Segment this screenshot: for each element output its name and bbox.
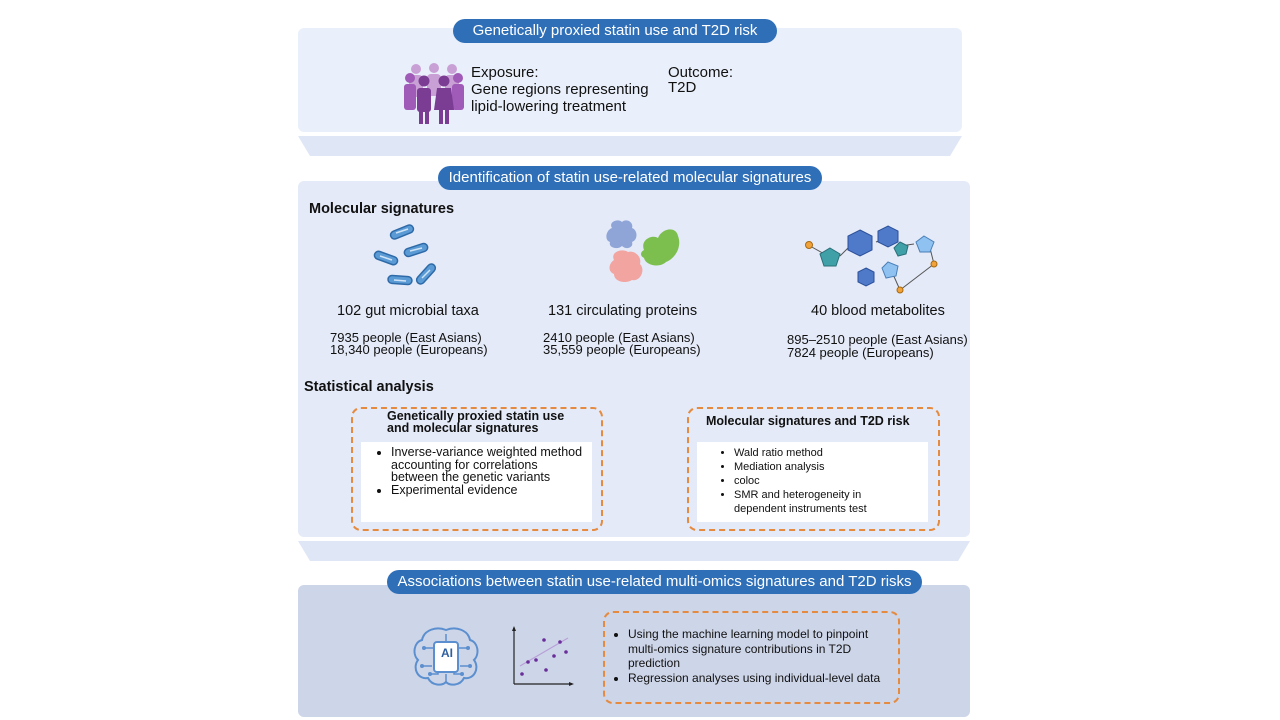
section3-title-pill: Associations between statin use-related …: [387, 570, 922, 594]
proteins-icon: [606, 220, 680, 282]
circulating-proteins-eastasian: 2410 people (East Asians): [543, 330, 695, 345]
right-box-item-coloc: coloc: [734, 474, 894, 488]
ai-brain-icon: [413, 627, 479, 686]
left-box-item-experimental: Experimental evidence: [391, 483, 586, 497]
right-box-item-wald: Wald ratio method: [734, 446, 894, 460]
gut-bacteria-icon: [373, 224, 437, 286]
section3-item-regression: Regression analyses using individual-lev…: [628, 671, 898, 686]
right-box-title: Molecular signatures and T2D risk: [706, 414, 910, 428]
left-box-title-line1: Genetically proxied statin use: [387, 409, 565, 423]
right-box-item-smr: SMR and heterogeneity in dependent instr…: [734, 488, 894, 516]
right-box-item-mediation: Mediation analysis: [734, 460, 894, 474]
section-exposure-outcome-panel: [298, 28, 962, 132]
people-group-icon: [404, 63, 464, 124]
section1-funnel-arrow: [298, 136, 962, 156]
circulating-proteins-label: 131 circulating proteins: [548, 303, 698, 319]
ai-chip-label: AI: [441, 646, 453, 660]
section2-funnel-arrow: [298, 541, 970, 561]
scatter-plot-icon: [512, 626, 574, 686]
molecular-signatures-heading: Molecular signatures: [309, 201, 455, 217]
exposure-label: Exposure:: [471, 64, 539, 81]
section3-item-machine-learning: Using the machine learning model to pinp…: [628, 627, 898, 671]
microbial-taxa-european: 18,340 people (Europeans): [330, 342, 488, 357]
right-analysis-dashed-box: [687, 407, 940, 531]
left-box-item-ivw: Inverse-variance weighted method account…: [391, 446, 586, 484]
blood-metabolites-european: 7824 people (Europeans): [787, 345, 934, 360]
right-box-list-panel: Wald ratio method Mediation analysis col…: [697, 442, 928, 522]
metabolites-icon: [805, 225, 938, 294]
section3-method-list: Using the machine learning model to pinp…: [610, 627, 898, 685]
circulating-proteins-european: 35,559 people (Europeans): [543, 342, 701, 357]
statistical-analysis-heading: Statistical analysis: [304, 379, 434, 395]
left-box-list-panel: Inverse-variance weighted method account…: [361, 442, 592, 522]
left-box-title-line2: and molecular signatures: [387, 421, 539, 435]
section3-dashed-box: [603, 611, 900, 704]
outcome-label: Outcome:: [668, 64, 734, 81]
microbial-taxa-eastasian: 7935 people (East Asians): [330, 330, 482, 345]
exposure-text-line2: lipid-lowering treatment: [471, 98, 627, 115]
outcome-text: T2D: [668, 79, 697, 96]
section1-title-pill: Genetically proxied statin use and T2D r…: [453, 19, 777, 43]
blood-metabolites-eastasian: 895–2510 people (East Asians): [787, 332, 968, 347]
blood-metabolites-label: 40 blood metabolites: [811, 303, 945, 319]
exposure-text-line1: Gene regions representing: [471, 81, 649, 98]
section-associations-panel: [298, 585, 970, 717]
section2-title-pill: Identification of statin use-related mol…: [438, 166, 822, 190]
left-analysis-dashed-box: [351, 407, 603, 531]
microbial-taxa-label: 102 gut microbial taxa: [337, 303, 479, 319]
